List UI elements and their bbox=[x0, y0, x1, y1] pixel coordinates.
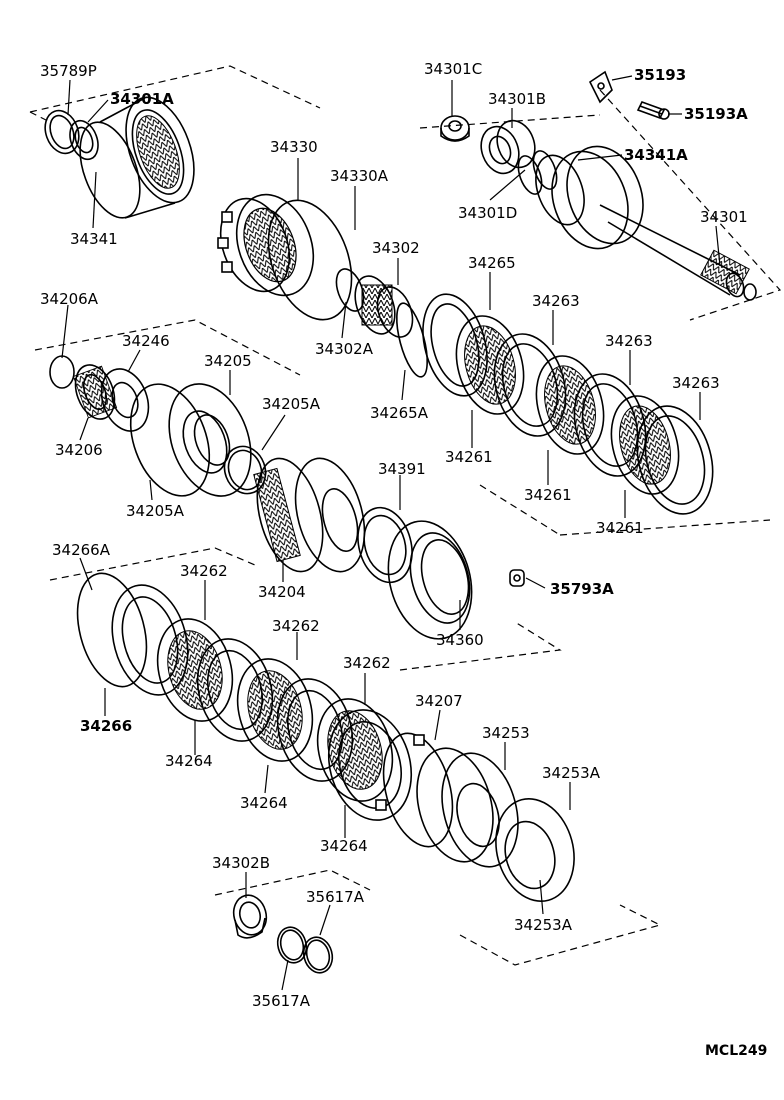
label-34265: 34265 bbox=[468, 254, 516, 272]
piston-34205 bbox=[129, 383, 252, 497]
label-34205A-top: 34205A bbox=[262, 395, 321, 413]
label-34204: 34204 bbox=[258, 583, 306, 601]
label-34262-3: 34262 bbox=[343, 654, 391, 672]
label-34265A: 34265A bbox=[370, 404, 429, 422]
label-34302B: 34302B bbox=[212, 854, 270, 872]
label-35193A: 35193A bbox=[684, 105, 748, 123]
plate-34360 bbox=[387, 520, 473, 640]
leader-lines bbox=[61, 75, 721, 991]
label-35617A-top: 35617A bbox=[306, 888, 365, 906]
o-ring-34205A bbox=[223, 445, 267, 495]
label-34261-1: 34261 bbox=[445, 448, 493, 466]
label-34301D: 34301D bbox=[458, 204, 517, 222]
bushing-34302B bbox=[232, 894, 268, 939]
piston-34207 bbox=[375, 732, 454, 848]
label-34341: 34341 bbox=[70, 230, 118, 248]
bearing-34301A bbox=[69, 119, 99, 161]
label-34253A-bottom: 34253A bbox=[514, 916, 573, 934]
label-34302A: 34302A bbox=[315, 340, 374, 358]
label-34246: 34246 bbox=[122, 332, 170, 350]
clutch-disc-34262-2 bbox=[236, 658, 314, 762]
label-34263-2: 34263 bbox=[605, 332, 653, 350]
bolt-35193A bbox=[636, 101, 670, 120]
gear-34302 bbox=[354, 275, 414, 338]
label-34253A-top: 34253A bbox=[542, 764, 601, 782]
label-34261-3: 34261 bbox=[596, 519, 644, 537]
label-34264-3: 34264 bbox=[320, 837, 368, 855]
gear-34330 bbox=[217, 193, 315, 297]
label-34205A-bottom: 34205A bbox=[126, 502, 185, 520]
label-34262-2: 34262 bbox=[272, 617, 320, 635]
drum-34253 bbox=[416, 747, 519, 868]
label-34302: 34302 bbox=[372, 239, 420, 257]
snap-ring-34206A bbox=[49, 355, 75, 389]
nut-34301C bbox=[440, 115, 470, 142]
seal-34253A-outer bbox=[495, 798, 575, 902]
clutch-plate-34263-3 bbox=[636, 405, 714, 515]
diagram-code: MCL249 bbox=[705, 1043, 767, 1059]
label-34301: 34301 bbox=[700, 208, 748, 226]
assembly-outlines bbox=[29, 65, 782, 966]
clutch-disc-34261-2 bbox=[535, 355, 605, 455]
clutch-disc-34261-1 bbox=[455, 315, 525, 415]
snap-ring-35789P bbox=[44, 109, 80, 155]
snap-ring-34266A bbox=[76, 572, 148, 688]
label-34207: 34207 bbox=[415, 692, 463, 710]
clutch-disc-34262-3 bbox=[316, 698, 394, 802]
label-34360: 34360 bbox=[436, 631, 484, 649]
label-34206: 34206 bbox=[55, 441, 103, 459]
label-34341A: 34341A bbox=[624, 146, 688, 164]
label-34261-2: 34261 bbox=[524, 486, 572, 504]
label-34330A: 34330A bbox=[330, 167, 389, 185]
seal-34253A-inner bbox=[504, 820, 556, 890]
bearing-34206 bbox=[72, 364, 118, 420]
seal-ring-35617A-2 bbox=[302, 936, 334, 974]
label-34266A: 34266A bbox=[52, 541, 111, 559]
label-34262-1: 34262 bbox=[180, 562, 228, 580]
label-34253: 34253 bbox=[482, 724, 530, 742]
clutch-disc-34262-1 bbox=[156, 618, 234, 722]
bearing-34301B bbox=[480, 119, 536, 175]
label-35789P: 35789P bbox=[40, 62, 97, 80]
label-34206A: 34206A bbox=[40, 290, 99, 308]
hub-34204 bbox=[253, 457, 366, 573]
ring-34391 bbox=[357, 506, 413, 584]
label-34301C: 34301C bbox=[424, 60, 482, 78]
label-34264-1: 34264 bbox=[165, 752, 213, 770]
label-34266: 34266 bbox=[80, 717, 132, 735]
label-34391: 34391 bbox=[378, 460, 426, 478]
label-34205: 34205 bbox=[204, 352, 252, 370]
seal-ring-35617A-1 bbox=[276, 926, 308, 964]
label-35193: 35193 bbox=[634, 66, 686, 84]
ring-34302A bbox=[335, 268, 365, 312]
drum-34341 bbox=[79, 96, 195, 219]
label-34301A: 34301A bbox=[110, 90, 174, 108]
label-34264-2: 34264 bbox=[240, 794, 288, 812]
clip-35793A bbox=[509, 569, 525, 587]
shaft-34301 bbox=[551, 145, 757, 301]
snap-ring-34330A bbox=[267, 199, 353, 321]
part-labels: 35789P 34301A 34341 34330 34330A 34302 3… bbox=[40, 60, 767, 1059]
bracket-35193 bbox=[588, 70, 613, 104]
label-35617A-bottom: 35617A bbox=[252, 992, 311, 1010]
label-34330: 34330 bbox=[270, 138, 318, 156]
label-34263-1: 34263 bbox=[532, 292, 580, 310]
label-35793A: 35793A bbox=[550, 580, 614, 598]
label-34263-3: 34263 bbox=[672, 374, 720, 392]
snap-ring-34341A bbox=[535, 154, 585, 226]
label-34301B: 34301B bbox=[488, 90, 546, 108]
